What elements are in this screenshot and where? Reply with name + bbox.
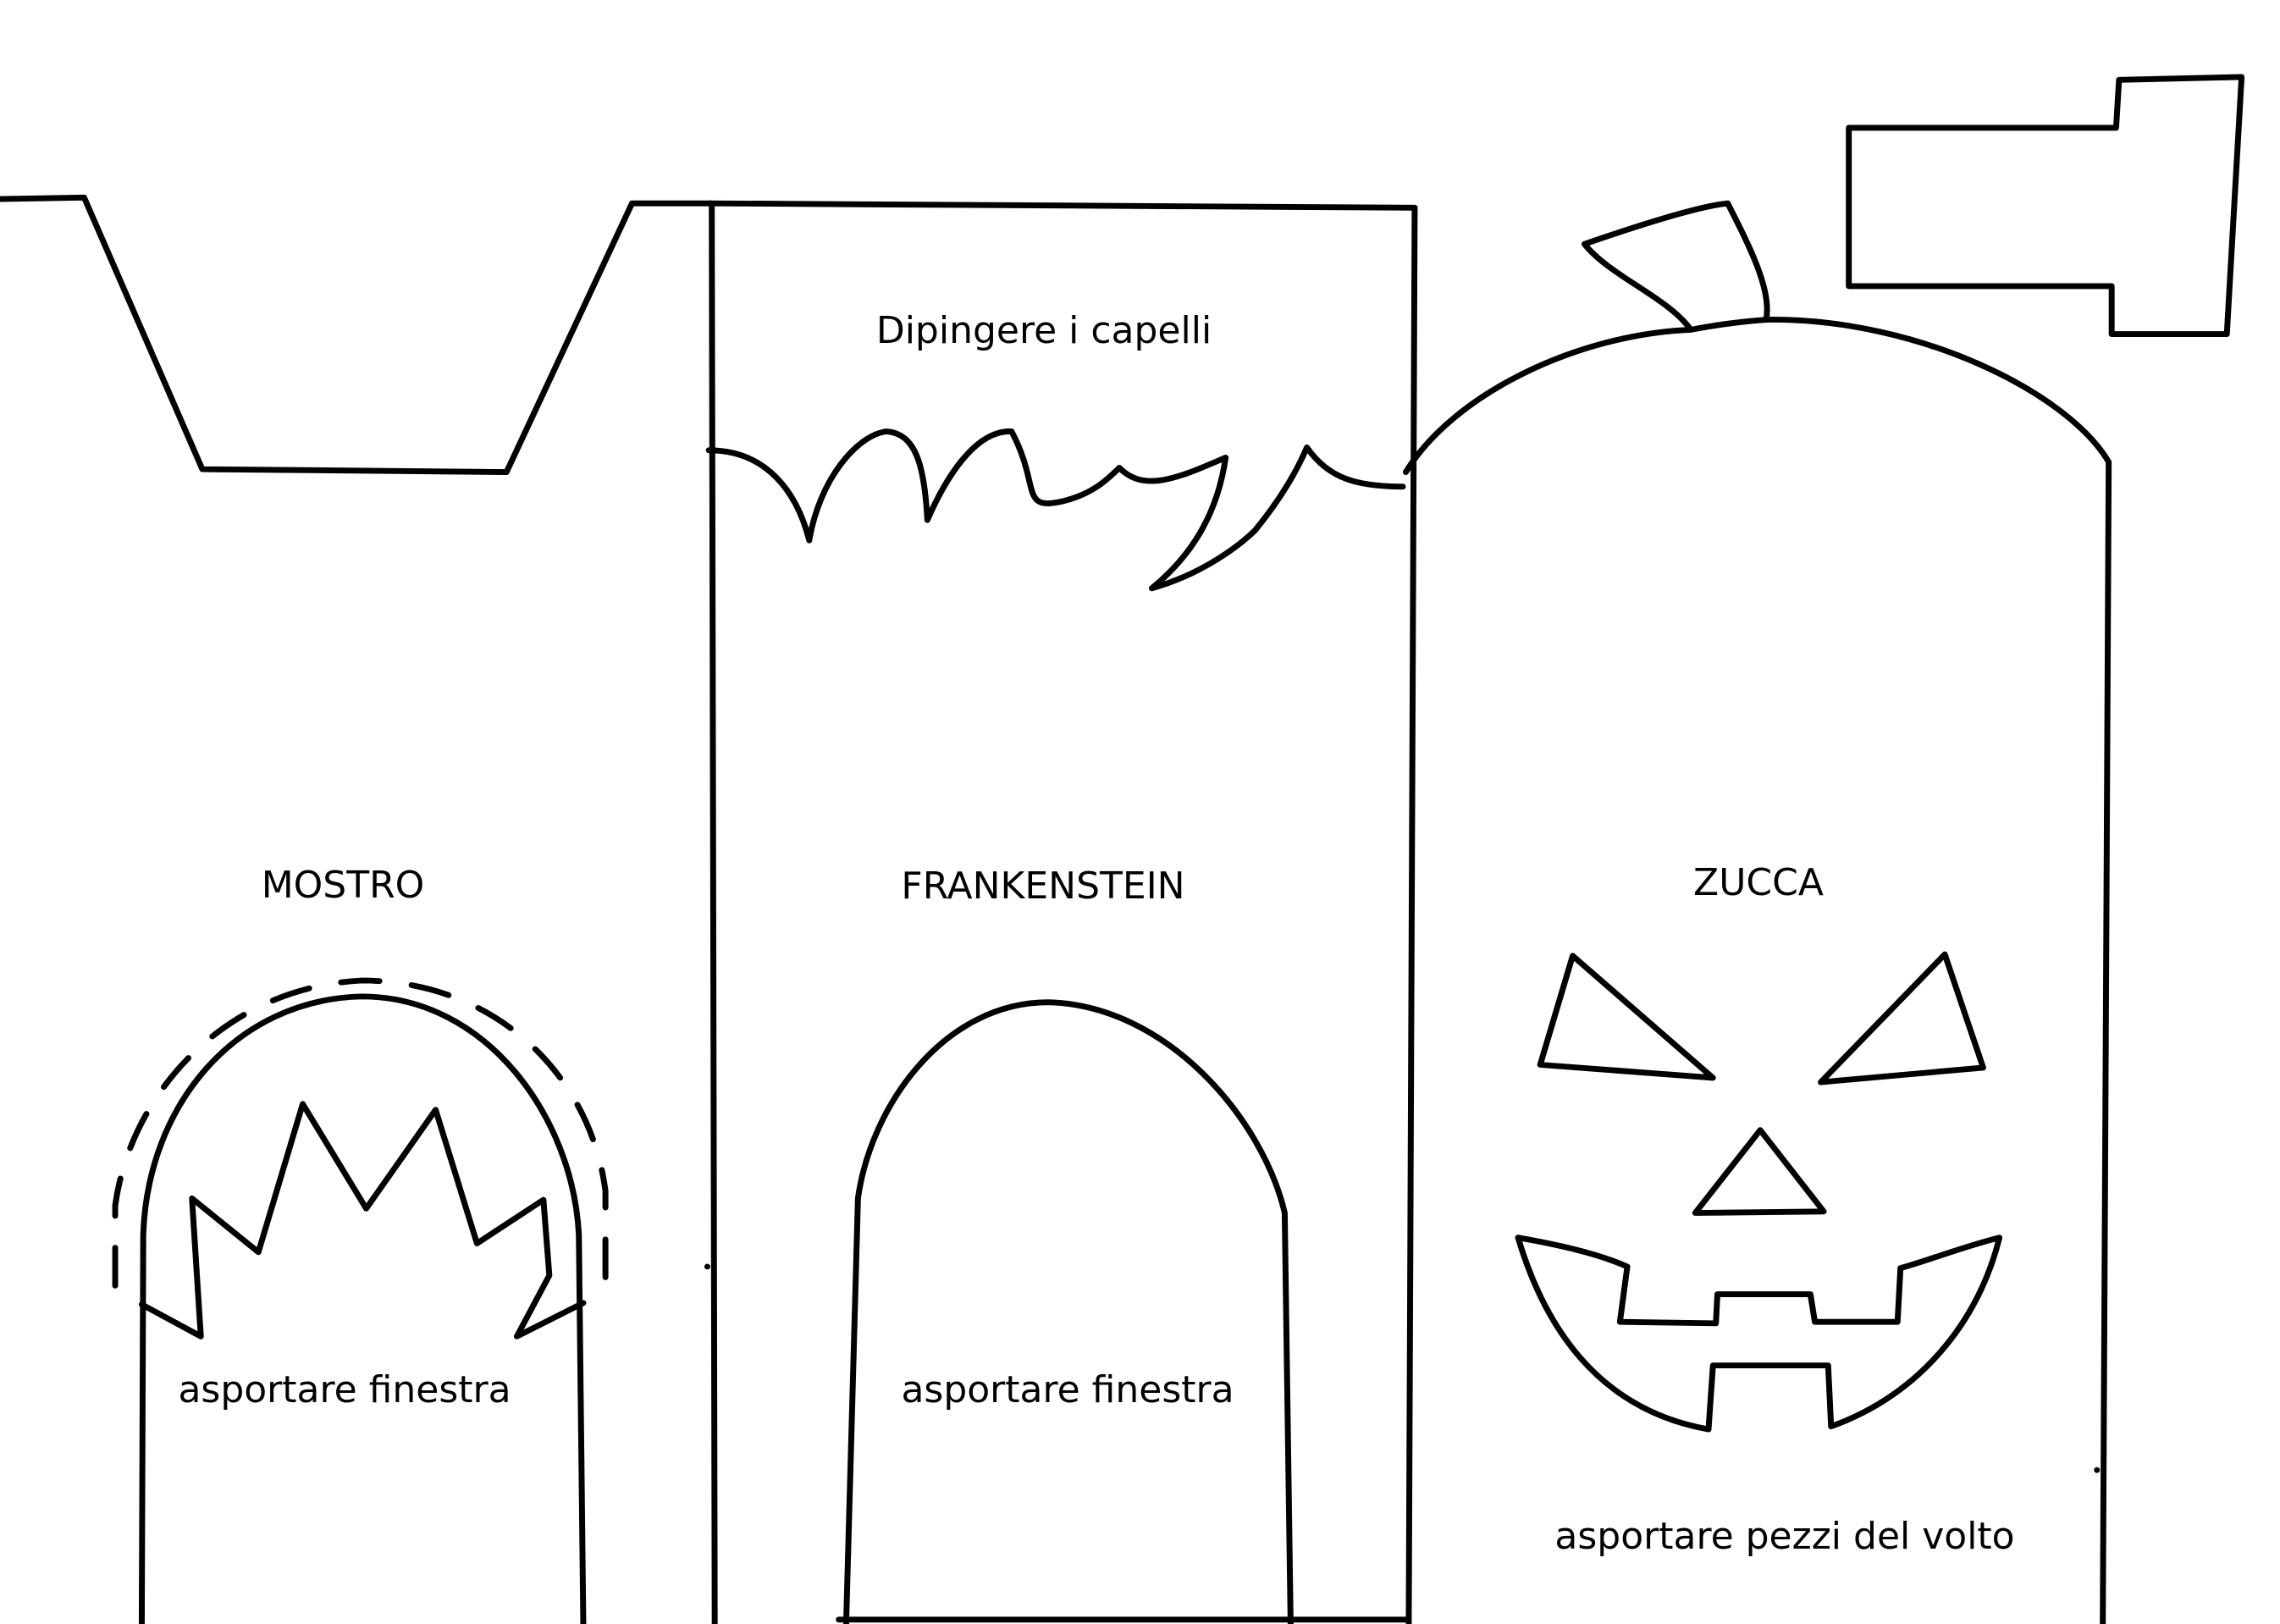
pumpkin-mouth-cutout <box>1515 1235 2003 1433</box>
pumpkin-left-eye-cutout <box>1537 953 1716 1081</box>
monster-window-arch <box>138 993 587 1624</box>
frankenstein-top-edge <box>707 200 1418 211</box>
frankenstein-window-instruction: asportare finestra <box>901 1368 1234 1411</box>
pumpkin-face-instruction: asportare pezzi del volto <box>1554 1515 2015 1558</box>
frankenstein-window-arch <box>842 999 1294 1624</box>
monster-title: MOSTRO <box>261 864 425 907</box>
monster-hair-cutout <box>138 1101 587 1340</box>
monster-window-fold-line <box>112 977 609 1296</box>
pumpkin-stem <box>1582 200 1770 333</box>
pencil-dot <box>2094 1467 2101 1473</box>
monster-window-instruction: asportare finestra <box>178 1368 511 1411</box>
pumpkin-side-tab <box>1846 74 2245 338</box>
pencil-dot <box>704 1263 710 1270</box>
frankenstein-right-edge <box>1405 204 1418 1624</box>
frankenstein-left-edge <box>709 200 718 1624</box>
monster-top-notch <box>0 194 714 475</box>
monster-panel <box>0 194 714 1624</box>
frankenstein-hair-line <box>705 428 1406 592</box>
pumpkin-top-outline <box>1402 316 2112 1624</box>
pumpkin-panel <box>1402 74 2245 1624</box>
pumpkin-right-eye-cutout <box>1818 951 1986 1085</box>
hair-note-label: Dipingere i capelli <box>875 309 1212 352</box>
frankenstein-panel <box>705 200 1418 1624</box>
pumpkin-nose-cutout <box>1692 1127 1827 1216</box>
pumpkin-title: ZUCCA <box>1693 861 1824 904</box>
frankenstein-title: FRANKENSTEIN <box>901 864 1185 908</box>
